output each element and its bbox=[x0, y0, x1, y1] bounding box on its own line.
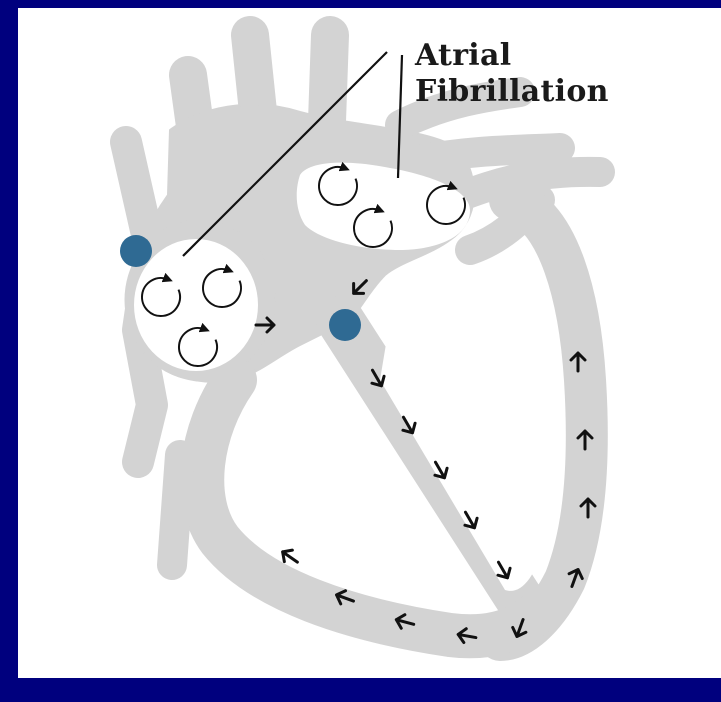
inferior-stub bbox=[172, 455, 180, 565]
heart-silhouette bbox=[125, 35, 600, 640]
right-atrium-chamber bbox=[134, 239, 258, 371]
label-line-fibrillation: Fibrillation bbox=[415, 76, 609, 108]
av-node bbox=[329, 309, 361, 341]
sa-node bbox=[120, 235, 152, 267]
label-line-atrial: Atrial bbox=[415, 40, 511, 72]
